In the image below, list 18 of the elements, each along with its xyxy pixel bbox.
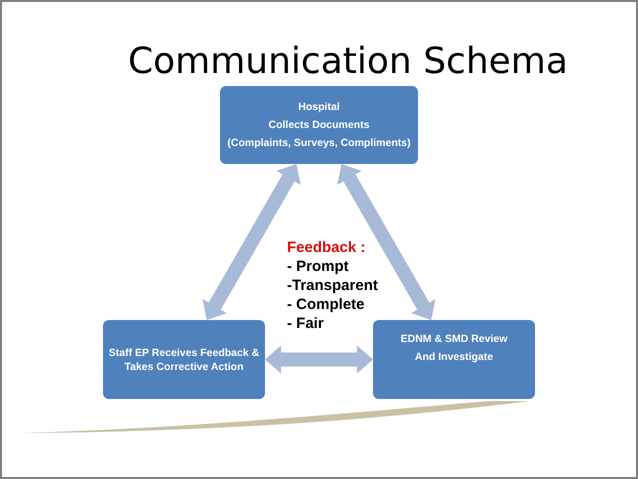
feedback-heading: Feedback : xyxy=(287,238,366,257)
feedback-item: - Prompt xyxy=(287,257,350,276)
double-arrow xyxy=(337,164,436,320)
feedback-item: - Complete xyxy=(287,295,366,314)
process-box xyxy=(103,320,265,399)
box-text: And Investigate xyxy=(414,350,494,364)
feedback-item: - Fair xyxy=(287,314,325,333)
process-box xyxy=(373,320,535,399)
feedback-item: -Transparent xyxy=(287,276,378,295)
box-text: Collects Documents xyxy=(268,118,370,132)
box-text: EDNM & SMD Review xyxy=(400,332,508,346)
box-text: (Complaints, Surveys, Compliments) xyxy=(227,136,411,150)
double-arrow xyxy=(202,164,301,320)
double-arrow xyxy=(265,346,373,374)
slide-title: Communication Schema xyxy=(128,40,568,84)
process-box xyxy=(220,86,418,164)
box-text: Hospital xyxy=(298,100,340,114)
box-text: Staff EP Receives Feedback & Takes Corrective Action xyxy=(108,346,260,374)
